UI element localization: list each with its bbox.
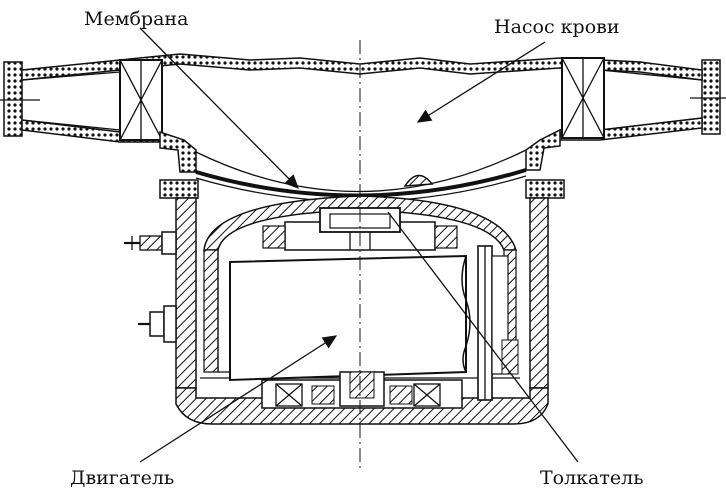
blood-pump-chamber [3, 53, 721, 193]
label-membrane: Мембрана [84, 8, 188, 30]
pusher-rod [477, 245, 519, 401]
electrical-connectors [124, 231, 177, 343]
callout-leaders [139, 27, 579, 463]
label-motor: Двигатель [70, 467, 174, 489]
label-blood-pump: Насос крови [494, 16, 620, 38]
label-pusher: Толкатель [540, 467, 644, 489]
